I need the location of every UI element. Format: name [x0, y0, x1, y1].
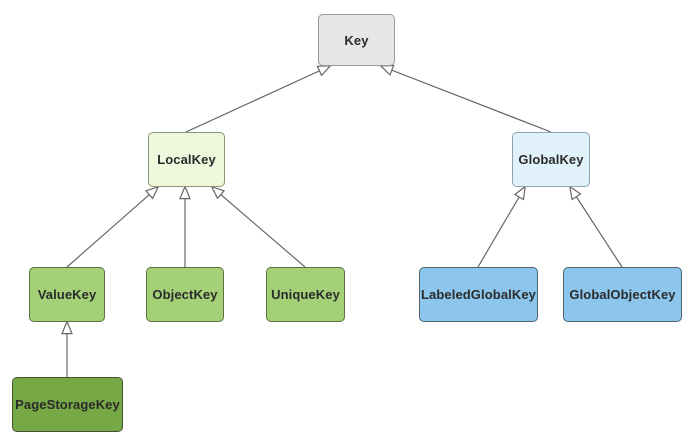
class-node-valuekey-label: ValueKey: [37, 287, 97, 302]
class-node-valuekey: ValueKey: [29, 267, 105, 322]
edge-labeledglobalkey-to-globalkey: [477, 185, 526, 268]
class-node-pagestoragekey-label: PageStorageKey: [15, 397, 120, 412]
class-node-globalobjectkey-label: GlobalObjectKey: [569, 287, 676, 302]
class-node-globalobjectkey: GlobalObjectKey: [563, 267, 682, 322]
edge-localkey-to-key: [185, 65, 332, 133]
class-node-pagestoragekey: PageStorageKey: [12, 377, 123, 432]
edge-valuekey-to-localkey: [66, 185, 160, 268]
class-node-uniquekey-label: UniqueKey: [271, 287, 340, 302]
class-node-localkey: LocalKey: [148, 132, 225, 187]
class-node-globalkey: GlobalKey: [512, 132, 590, 187]
class-node-labeledglobalkey: LabeledGlobalKey: [419, 267, 538, 322]
class-node-objectkey: ObjectKey: [146, 267, 224, 322]
class-node-globalkey-label: GlobalKey: [518, 152, 584, 167]
class-node-key: Key: [318, 14, 395, 66]
class-node-localkey-label: LocalKey: [157, 152, 216, 167]
class-node-key-label: Key: [344, 32, 369, 48]
edge-globalkey-to-key: [379, 64, 552, 133]
class-node-uniquekey: UniqueKey: [266, 267, 345, 322]
edge-uniquekey-to-localkey: [210, 185, 306, 268]
edge-globalobjectkey-to-globalkey: [568, 185, 623, 268]
class-node-objectkey-label: ObjectKey: [152, 287, 218, 302]
class-node-labeledglobalkey-label: LabeledGlobalKey: [420, 287, 537, 302]
